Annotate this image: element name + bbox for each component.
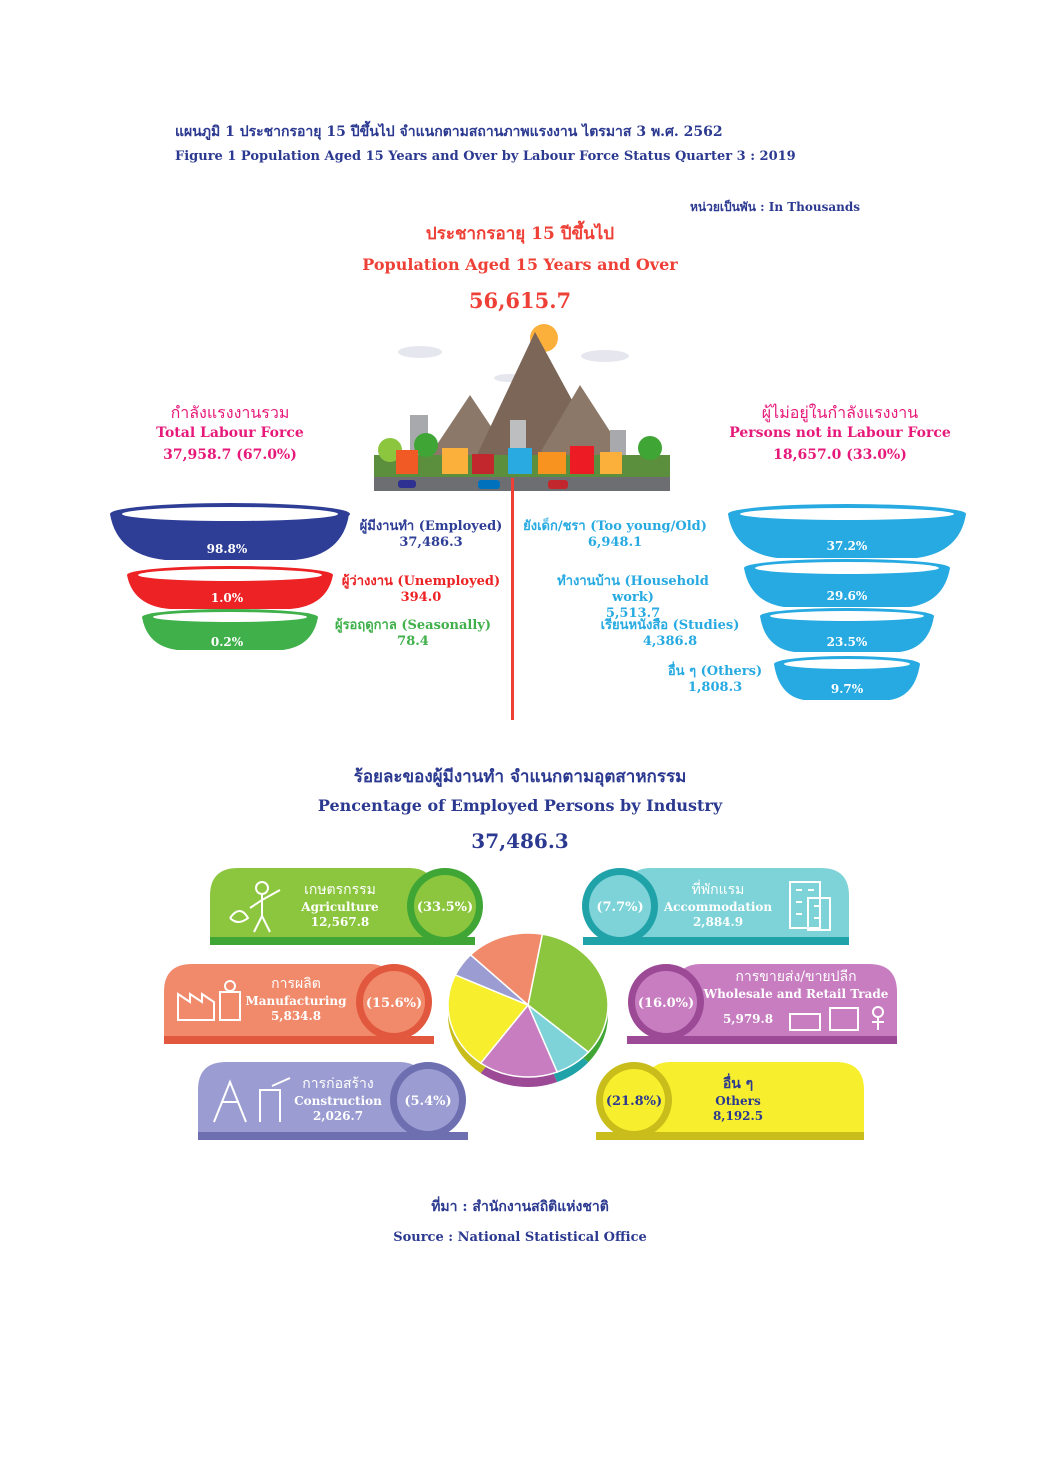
funnel-seasonal <box>142 609 318 650</box>
others-industry-value: 8,192.5 <box>713 1109 763 1123</box>
source-en: Source : National Statistical Office <box>393 1230 647 1245</box>
manufacturing-th: การผลิต <box>271 976 321 992</box>
others-industry-pct: (21.8%) <box>606 1094 662 1109</box>
others-label: อื่น ๆ (Others) 1,808.3 <box>660 664 770 696</box>
agriculture-pct: (33.5%) <box>417 900 473 915</box>
employed-pct: 98.8% <box>207 542 248 556</box>
not-labour-force-value: 18,657.0 (33.0%) <box>773 447 907 463</box>
studies-label-text: เรียนหนังสือ (Studies) <box>600 618 740 633</box>
others-industry-th: อื่น ๆ <box>723 1073 753 1092</box>
studies-pct: 23.5% <box>827 635 868 649</box>
household-work-value: 5,513.7 <box>605 606 661 621</box>
agriculture-th: เกษตรกรรม <box>304 882 376 898</box>
seasonal-label: ผู้รอฤดูกาล (Seasonally) 78.4 <box>334 618 492 650</box>
pie-slice-agriculture <box>527 933 609 1054</box>
population-label-en: Population Aged 15 Years and Over <box>362 255 678 274</box>
seasonal-value: 78.4 <box>397 634 429 649</box>
unemployed-pct: 1.0% <box>211 591 244 605</box>
farmer-icon <box>229 881 281 933</box>
too-young-old-label-text: ยังเด็ก/ชรา (Too young/Old) <box>523 519 707 534</box>
funnel-too-young-old <box>728 504 966 558</box>
seasonal-pct: 0.2% <box>211 635 244 649</box>
industry-pie-chart <box>447 932 609 1087</box>
unit-note: หน่วยเป็นพัน : In Thousands <box>690 200 861 214</box>
too-young-old-label: ยังเด็ก/ชรา (Too young/Old) 6,948.1 <box>520 519 710 551</box>
wholesale-value: 5,979.8 <box>723 1012 773 1026</box>
factory-icon <box>177 980 241 1021</box>
accommodation-value: 2,884.9 <box>693 915 743 929</box>
construction-pct: (5.4%) <box>404 1094 451 1109</box>
mountain-town-illustration <box>374 324 670 491</box>
industry-label-en: Pencentage of Employed Persons by Indust… <box>317 796 723 815</box>
hotel-building-icon <box>789 881 831 931</box>
employed-label-text: ผู้มีงานทำ (Employed) <box>359 519 503 534</box>
construction-th: การก่อสร้าง <box>302 1076 374 1092</box>
manufacturing-value: 5,834.8 <box>271 1009 321 1023</box>
accommodation-th: ที่พักแรม <box>692 880 745 898</box>
unemployed-label: ผู้ว่างงาน (Unemployed) 394.0 <box>340 574 502 606</box>
labour-force-value: 37,958.7 (67.0%) <box>163 447 297 463</box>
funnel-household-work <box>744 559 950 607</box>
manufacturing-en: Manufacturing <box>245 994 347 1008</box>
agriculture-en: Agriculture <box>300 900 379 914</box>
not-labour-force-label-en: Persons not in Labour Force <box>729 425 951 441</box>
others-industry-en: Others <box>715 1094 761 1108</box>
accommodation-en: Accommodation <box>663 900 773 914</box>
pie-slices <box>447 932 609 1078</box>
not-labour-force-label-th: ผู้ไม่อยู่ในกำลังแรงงาน <box>761 403 919 422</box>
labour-force-funnel: 98.8% 1.0% 0.2% <box>110 503 350 650</box>
funnel-others <box>774 656 920 700</box>
pie-slice-wholesale-and-retail-trade <box>479 1003 559 1078</box>
household-work-pct: 29.6% <box>827 589 868 603</box>
wholesale-en: Wholesale and Retail Trade <box>703 987 889 1001</box>
household-work-label: ทำงานบ้าน (Household work) 5,513.7 <box>536 574 730 622</box>
card-construction <box>198 1062 468 1140</box>
too-young-old-pct: 37.2% <box>827 539 868 553</box>
studies-label: เรียนหนังสือ (Studies) 4,386.8 <box>595 618 745 650</box>
agriculture-value: 12,567.8 <box>311 915 369 929</box>
studies-value: 4,386.8 <box>642 634 698 649</box>
manufacturing-pct: (15.6%) <box>366 996 422 1011</box>
others-pct: 9.7% <box>831 682 864 696</box>
household-work-label-text: ทำงานบ้าน (Household work) <box>557 574 709 605</box>
others-value: 1,808.3 <box>687 680 743 695</box>
funnel-employed <box>110 503 350 560</box>
title-english: Figure 1 Population Aged 15 Years and Ov… <box>175 149 796 164</box>
shop-icon <box>789 1006 884 1031</box>
not-labour-force-funnel: 37.2% 29.6% 23.5% 9.7% <box>728 504 966 700</box>
oil-rig-icon <box>213 1077 291 1123</box>
unemployed-label-text: ผู้ว่างงาน (Unemployed) <box>341 574 501 589</box>
population-label-th: ประชากรอายุ 15 ปีขึ้นไป <box>425 224 615 244</box>
card-others <box>596 1062 864 1140</box>
unemployed-value: 394.0 <box>400 590 442 605</box>
labour-force-label-en: Total Labour Force <box>156 425 304 441</box>
others-label-text: อื่น ๆ (Others) <box>667 664 763 679</box>
card-manufacturing <box>164 964 434 1044</box>
construction-en: Construction <box>294 1094 382 1108</box>
funnel-studies <box>760 608 934 652</box>
employed-label: ผู้มีงานทำ (Employed) 37,486.3 <box>358 519 504 551</box>
accommodation-pct: (7.7%) <box>596 900 643 915</box>
wholesale-th: การขายส่ง/ขายปลีก <box>735 969 856 985</box>
center-divider <box>511 478 514 720</box>
pie-slice-manufacturing <box>469 932 544 1007</box>
population-total: 56,615.7 <box>468 288 572 313</box>
labour-force-label-th: กำลังแรงงานรวม <box>170 403 290 422</box>
industry-label-th: ร้อยละของผู้มีงานทำ จำแนกตามอุตสาหกรรม <box>353 767 687 787</box>
title-thai: แผนภูมิ 1 ประชากรอายุ 15 ปีขึ้นไป จำแนกต… <box>175 124 723 140</box>
construction-value: 2,026.7 <box>313 1109 363 1123</box>
source-th: ที่มา : สำนักงานสถิติแห่งชาติ <box>431 1199 609 1215</box>
seasonal-label-text: ผู้รอฤดูกาล (Seasonally) <box>334 618 492 633</box>
employed-value: 37,486.3 <box>399 535 463 550</box>
industry-cards: เกษตรกรรม Agriculture 12,567.8 (33.5%) ท… <box>164 868 897 1140</box>
card-accommodation <box>582 868 849 945</box>
wholesale-pct: (16.0%) <box>638 996 694 1011</box>
industry-total: 37,486.3 <box>471 829 569 853</box>
funnel-unemployed <box>127 566 333 609</box>
card-wholesale <box>627 964 897 1044</box>
too-young-old-value: 6,948.1 <box>587 535 643 550</box>
